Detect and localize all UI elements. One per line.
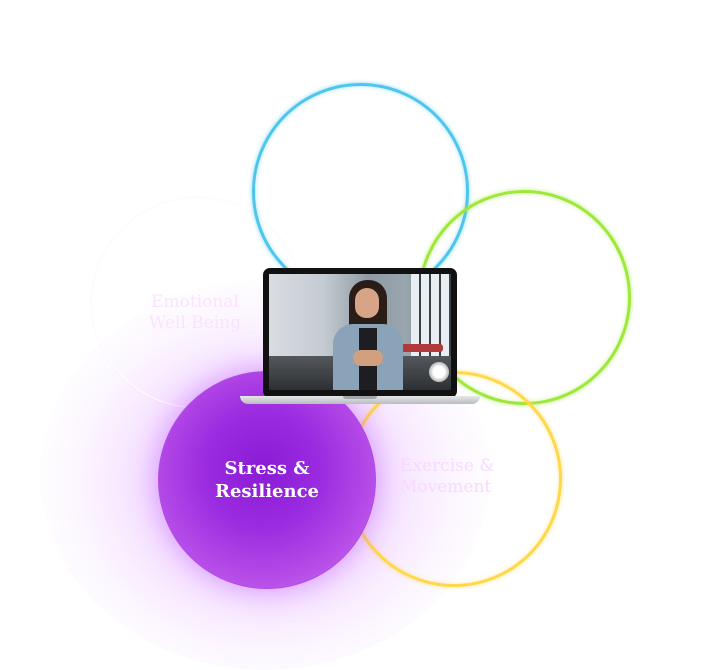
label-line: Resilience (214, 480, 319, 502)
laptop-image (240, 268, 480, 408)
laptop-notch (343, 396, 377, 399)
label-exercise-movement: Exercise & Movement (400, 456, 550, 499)
office-desk (393, 344, 443, 352)
woman-portrait (333, 278, 403, 390)
face (355, 288, 379, 318)
label-line: Exercise & (400, 456, 495, 476)
hands (353, 350, 383, 366)
circle-stress-resilience[interactable] (158, 371, 376, 589)
laptop-base (240, 396, 480, 404)
label-line: Emotional (151, 292, 239, 312)
label-emotional-well-being: Emotional Well Being (120, 292, 270, 335)
laptop-lid (263, 268, 457, 398)
label-line: Movement (400, 477, 492, 498)
label-line: Well Being (148, 313, 242, 334)
label-line: Stress & (224, 458, 310, 479)
label-stress-resilience: Stress & Resilience (172, 458, 362, 503)
video-call-screen (269, 274, 451, 390)
flower (429, 362, 449, 382)
